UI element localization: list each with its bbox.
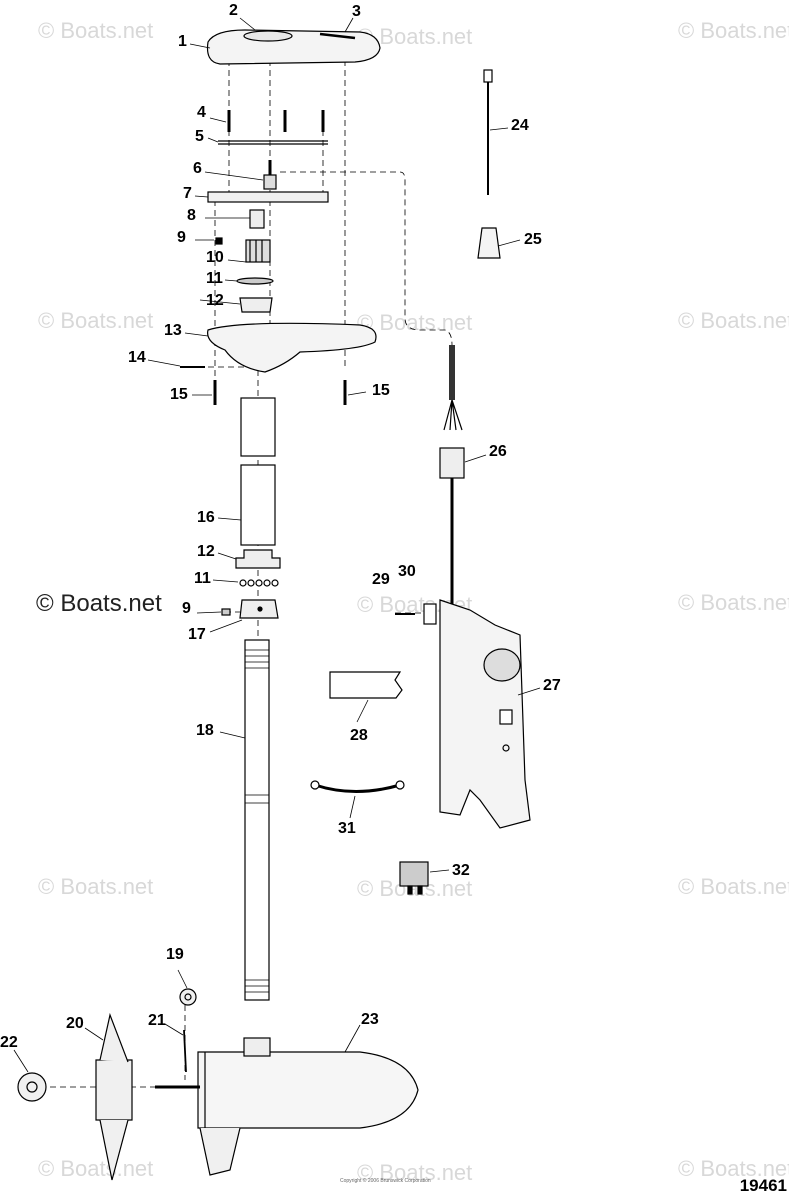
shaft [244,639,270,1001]
callout-23: 23 [361,1011,379,1028]
watermark: © Boats.net [38,308,154,333]
callout-21: 21 [148,1012,166,1029]
callout-4: 4 [197,104,206,121]
watermark: © Boats.net [38,874,154,899]
callout-31: 31 [338,820,356,837]
watermark: © Boats.net [678,308,789,333]
motor-housing [197,1051,419,1129]
watermark: © Boats.net [678,1156,789,1181]
callout-2: 2 [229,2,238,19]
callout-32: 32 [452,862,470,879]
callout-26: 26 [489,443,507,460]
callout-30: 30 [398,563,416,580]
watermark: © Boats.net [38,1156,154,1181]
callout-7: 7 [183,185,192,202]
foot-pedal [439,599,531,829]
callout-15: 15 [170,386,188,403]
callout-10: 10 [206,249,224,266]
callout-24: 24 [511,117,529,134]
callout-22: 22 [0,1034,18,1051]
callout-8: 8 [187,207,196,224]
callout-19: 19 [166,946,184,963]
callout-3: 3 [352,3,361,20]
callout-12: 12 [206,292,224,309]
callout-17: 17 [188,626,206,643]
callout-16: 16 [197,509,215,526]
watermark: © Boats.net [678,874,789,899]
callout-28: 28 [350,727,368,744]
callout-6: 6 [193,160,202,177]
cover-button [243,30,293,42]
figure-number: 19461 [739,1176,787,1195]
callout-20: 20 [66,1015,84,1032]
callout-29: 29 [372,571,390,588]
callout-11: 11 [194,570,211,587]
watermark: © Boats.net [357,310,473,335]
callout-11: 11 [206,270,223,287]
copyright-line: Copyright © 2006 Brunswick Corporation [340,1178,431,1184]
callout-1: 1 [178,33,187,50]
callout-15: 15 [372,382,390,399]
callout-5: 5 [195,128,204,145]
watermark: © Boats.net [678,18,789,43]
leader-lines [13,17,541,1073]
watermark: © Boats.net [678,590,789,615]
callout-9: 9 [182,600,191,617]
callout-9: 9 [177,229,186,246]
head-housing [207,322,377,373]
callout-13: 13 [164,322,182,339]
callout-25: 25 [524,231,542,248]
callout-18: 18 [196,722,214,739]
top-cover [206,29,381,65]
watermark: © Boats.net [357,1160,473,1185]
watermark: © Boats.net [36,590,162,617]
propeller [95,1059,133,1121]
callout-12: 12 [197,543,215,560]
callout-14: 14 [128,349,146,366]
watermark: © Boats.net [38,18,154,43]
callout-27: 27 [543,677,561,694]
